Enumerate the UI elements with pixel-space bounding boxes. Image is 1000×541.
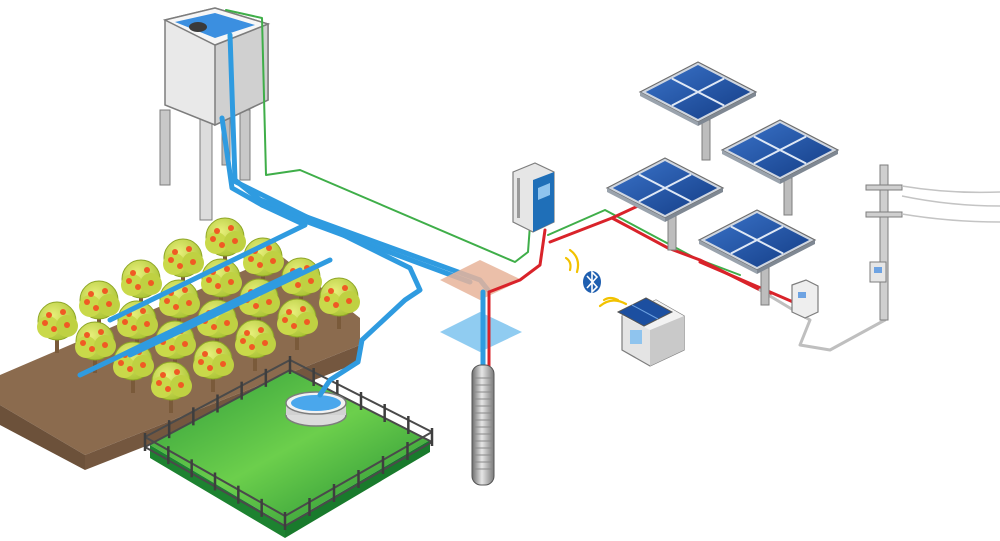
bluetooth-icon: [583, 270, 601, 294]
fruit-tree-icon: [163, 238, 204, 290]
fruit-tree-icon: [79, 280, 120, 332]
fruit-tree-icon: [319, 277, 360, 329]
fruit-tree-icon: [75, 321, 116, 373]
fruit-tree-icon: [277, 298, 318, 350]
wireless-waves-icon: [564, 248, 628, 308]
remote-monitor: [616, 297, 685, 367]
pump-controller: [512, 162, 555, 233]
solar-panel-icon: [638, 61, 758, 161]
submersible-pump: [471, 364, 495, 486]
solar-array: [605, 61, 840, 306]
solar-panel-icon: [720, 119, 840, 216]
pump-controller-icon: [512, 162, 555, 233]
bluetooth-link: [564, 248, 628, 308]
borehole: [440, 260, 522, 374]
solar-panel-icon: [697, 209, 817, 306]
submersible-pump-icon: [471, 364, 495, 486]
fruit-tree-icon: [193, 340, 234, 392]
solar-panel-icon: [605, 157, 725, 251]
remote-monitor-icon: [616, 297, 685, 367]
fruit-tree-icon: [121, 259, 162, 311]
water-pipes: [77, 32, 491, 398]
fruit-tree-icon: [235, 319, 276, 371]
utility-pole: [865, 164, 1000, 321]
switch-box-icon: [791, 279, 819, 319]
ac-switch-box: [791, 279, 819, 319]
fenced-pasture-icon: [143, 356, 434, 530]
fruit-tree-icon: [205, 217, 246, 269]
water-trough-icon: [285, 391, 347, 427]
utility-pole-icon: [865, 164, 1000, 321]
fruit-tree-icon: [37, 301, 78, 353]
fruit-tree-icon: [151, 361, 192, 413]
pasture: [143, 356, 434, 538]
water-trough: [285, 391, 347, 427]
